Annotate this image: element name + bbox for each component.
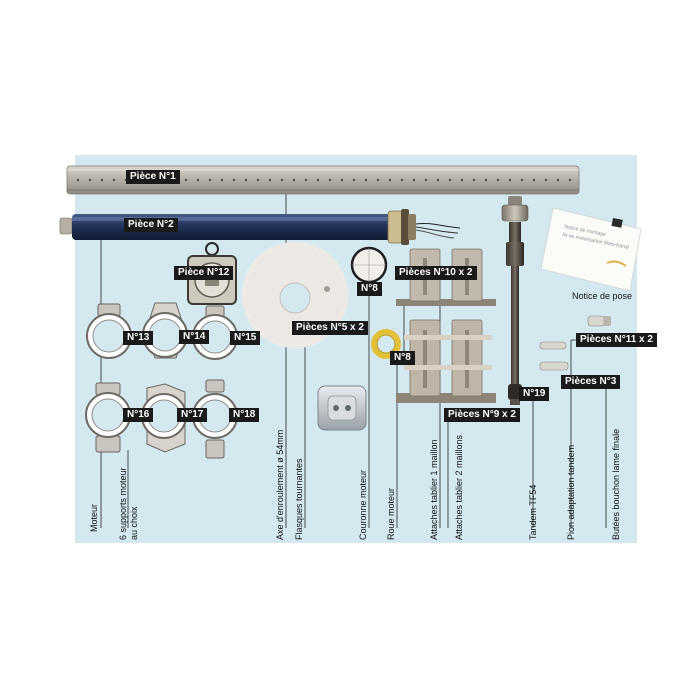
axle-hole xyxy=(460,178,464,182)
axle-holes xyxy=(76,178,572,182)
support-15 xyxy=(192,305,238,360)
axle-hole xyxy=(88,178,92,182)
tag-n16: N°16 xyxy=(123,408,154,422)
tag-n8-wheel: N°8 xyxy=(390,351,415,365)
support-13 xyxy=(86,303,132,359)
axle-hole xyxy=(376,178,380,182)
axle-hole xyxy=(448,178,452,182)
axle-hole xyxy=(232,178,236,182)
label-couronne: Couronne moteur xyxy=(358,469,368,540)
axle-hole xyxy=(244,178,248,182)
axle-hole xyxy=(520,178,524,182)
axle-hole xyxy=(340,178,344,182)
label-supports-line2: au choix xyxy=(129,506,139,540)
axle-hole xyxy=(496,178,500,182)
axle-hole xyxy=(556,178,560,182)
axle-hole xyxy=(412,178,416,182)
tag-pieces-3: Pièces N°3 xyxy=(561,375,621,389)
axle-hole xyxy=(352,178,356,182)
axle-hole xyxy=(544,178,548,182)
tag-n13: N°13 xyxy=(123,331,154,345)
support-16 xyxy=(85,382,131,453)
axle-hole xyxy=(364,178,368,182)
axle-hole xyxy=(472,178,476,182)
tag-n8-crown: N°8 xyxy=(357,282,382,296)
axle-hole xyxy=(424,178,428,182)
label-flasques: Flasques tournantes xyxy=(294,458,304,540)
axle-hole xyxy=(268,178,272,182)
axle-hole xyxy=(304,178,308,182)
axle-rail xyxy=(66,165,580,195)
axle-hole xyxy=(100,178,104,182)
end-stops xyxy=(539,341,569,371)
axle-hole xyxy=(208,178,212,182)
label-tandem: Tandem TF54 xyxy=(528,484,538,540)
axle-hole xyxy=(532,178,536,182)
tag-pieces-9: Pièces N°9 x 2 xyxy=(444,408,520,422)
tag-pieces-5: Pièces N°5 x 2 xyxy=(292,321,368,335)
label-attache-2: Attaches tablier 2 maillons xyxy=(454,434,464,540)
label-butees: Butées bouchon lame finale xyxy=(611,428,621,540)
label-attache-1: Attaches tablier 1 maillon xyxy=(429,439,439,540)
tag-n17: N°17 xyxy=(177,408,208,422)
axle-hole xyxy=(112,178,116,182)
label-axe: Axe d'enroulement ø 54mm xyxy=(275,429,285,540)
tag-pieces-11: Pièces N°11 x 2 xyxy=(576,333,657,347)
axle-hole xyxy=(316,178,320,182)
notice-label: Notice de pose xyxy=(572,291,633,301)
axle-hole xyxy=(280,178,284,182)
tag-piece-12: Pièce N°12 xyxy=(174,266,234,280)
tandem-shaft xyxy=(501,196,529,405)
axle-hole xyxy=(508,178,512,182)
motor-crown xyxy=(350,246,388,284)
tag-n19: N°19 xyxy=(519,387,550,401)
tag-n15: N°15 xyxy=(230,331,261,345)
axle-hole xyxy=(484,178,488,182)
axle-hole xyxy=(220,178,224,182)
axle-hole xyxy=(196,178,200,182)
control-box xyxy=(317,385,367,431)
notice-card xyxy=(540,207,642,292)
axle-hole xyxy=(256,178,260,182)
tag-n18: N°18 xyxy=(229,408,260,422)
label-pion: Pion adaptation tandem xyxy=(566,444,576,540)
axle-hole xyxy=(328,178,332,182)
label-moteur: Moteur xyxy=(89,503,99,532)
support-17 xyxy=(141,383,187,453)
axle-hole xyxy=(400,178,404,182)
tag-piece-1: Pièce N°1 xyxy=(126,170,180,184)
tandem-pin xyxy=(587,315,611,327)
tag-n14: N°14 xyxy=(179,330,210,344)
motor-supports xyxy=(85,302,238,459)
axle-hole xyxy=(184,178,188,182)
apron-attach-2 xyxy=(396,319,496,403)
tag-piece-2: Pièce N°2 xyxy=(124,218,178,232)
label-supports-line1: 6 supports moteur xyxy=(118,467,128,540)
label-roue: Roue moteur xyxy=(386,487,396,540)
axle-hole xyxy=(292,178,296,182)
axle-hole xyxy=(76,178,80,182)
axle-hole xyxy=(388,178,392,182)
axle-hole xyxy=(436,178,440,182)
motor-tube xyxy=(59,209,461,245)
tag-pieces-10: Pièces N°10 x 2 xyxy=(395,266,477,280)
axle-hole xyxy=(568,178,572,182)
